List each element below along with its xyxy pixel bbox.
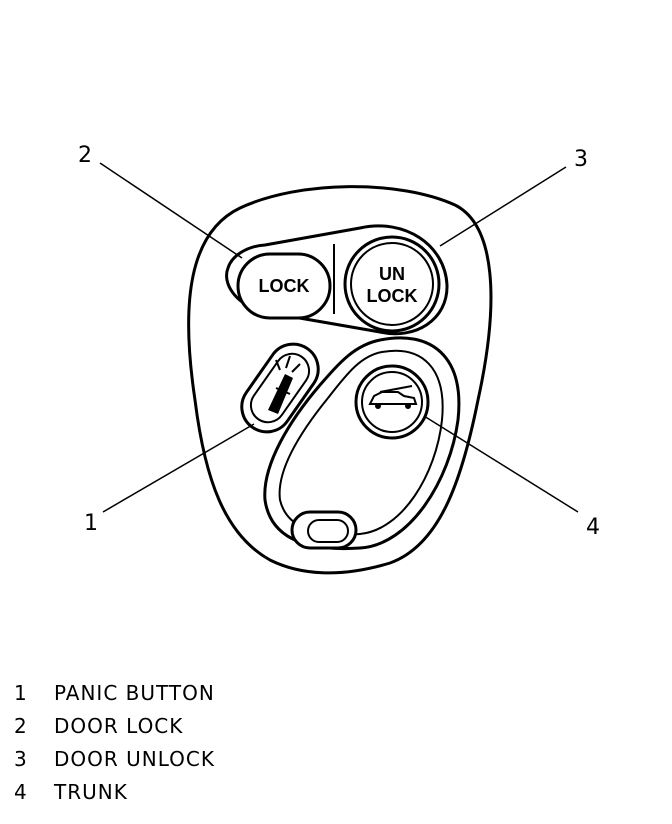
trunk-button[interactable]: [354, 364, 430, 440]
keyring-slot: [290, 510, 358, 550]
legend-number: 2: [14, 713, 28, 738]
leader-line-2: [99, 162, 243, 259]
horn-icon: [268, 355, 301, 414]
legend: 1 PANIC BUTTON 2 DOOR LOCK 3 DOOR UNLOCK…: [14, 676, 215, 808]
leader-line-1: [102, 423, 255, 513]
legend-label: TRUNK: [54, 779, 128, 804]
legend-label: PANIC BUTTON: [54, 680, 215, 705]
leader-line-4: [423, 415, 579, 513]
leader-line-3: [439, 166, 567, 247]
legend-number: 1: [14, 680, 28, 705]
unlock-button[interactable]: UN LOCK: [343, 235, 441, 333]
keyfob-diagram: LOCK UN LOCK 1 2: [78, 143, 600, 575]
callout-1: 1: [84, 511, 98, 536]
legend-number: 3: [14, 746, 28, 771]
fob-body: [187, 185, 493, 575]
legend-row: 2 DOOR LOCK: [14, 709, 215, 742]
lock-unlock-housing: [225, 224, 449, 336]
lock-button[interactable]: LOCK: [236, 252, 332, 320]
unlock-button-label-line1: UN: [379, 264, 405, 284]
unlock-button-label-line2: LOCK: [367, 286, 418, 306]
legend-row: 1 PANIC BUTTON: [14, 676, 215, 709]
legend-row: 3 DOOR UNLOCK: [14, 742, 215, 775]
car-trunk-icon: [368, 385, 418, 409]
legend-row: 4 TRUNK: [14, 775, 215, 808]
legend-label: DOOR LOCK: [54, 713, 184, 738]
callout-2: 2: [78, 143, 92, 168]
legend-label: DOOR UNLOCK: [54, 746, 215, 771]
legend-number: 4: [14, 779, 28, 804]
lock-button-label: LOCK: [259, 276, 310, 296]
callout-4: 4: [586, 515, 600, 540]
callout-3: 3: [574, 147, 588, 172]
